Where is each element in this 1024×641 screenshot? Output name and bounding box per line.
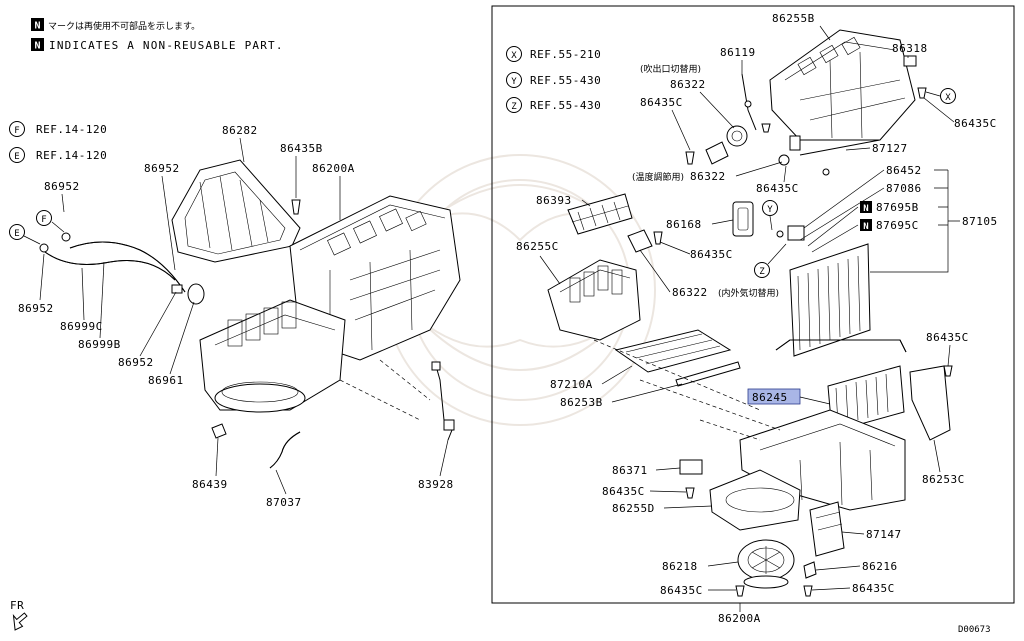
part-86393[interactable]: 86393	[536, 194, 572, 207]
svg-text:Y: Y	[767, 205, 773, 215]
ref-y-small[interactable]: Y	[762, 200, 778, 216]
part-86435C-e[interactable]: 86435C	[926, 331, 969, 344]
part-86216[interactable]: 86216	[862, 560, 898, 573]
note-en-text: INDICATES A NON-REUSABLE PART.	[49, 39, 284, 52]
part-86952-top[interactable]: 86952	[144, 162, 180, 175]
part-86322-temp[interactable]: 86322	[690, 170, 726, 183]
svg-text:X: X	[945, 93, 951, 103]
svg-text:Y: Y	[511, 77, 517, 87]
front-direction-indicator: FR	[10, 599, 28, 631]
svg-text:REF.55-210: REF.55-210	[530, 48, 601, 61]
non-reusable-badge-2	[31, 38, 44, 51]
part-87127[interactable]: 87127	[872, 142, 908, 155]
note-temp-control: (温度調節用)	[632, 171, 684, 183]
svg-text:E: E	[14, 152, 19, 162]
svg-text:F: F	[41, 215, 46, 225]
svg-text:N: N	[863, 204, 868, 214]
part-86322-outlet[interactable]: 86322	[670, 78, 706, 91]
svg-text:X: X	[511, 51, 517, 61]
left-assembly-drawing	[39, 159, 461, 469]
ref-y[interactable]: Y REF.55-430	[506, 72, 602, 88]
ref-f-small[interactable]: F	[36, 210, 52, 226]
diagram-code: D00673	[958, 625, 991, 635]
part-87695B[interactable]: 87695B	[876, 201, 919, 214]
part-86435C-h[interactable]: 86435C	[852, 582, 895, 595]
badge-letter-2: N	[34, 41, 40, 52]
svg-text:REF.55-430: REF.55-430	[530, 99, 601, 112]
part-86435B[interactable]: 86435B	[280, 142, 323, 155]
non-reusable-badge-87695C	[860, 219, 872, 231]
part-86318[interactable]: 86318	[892, 42, 928, 55]
note-jp-text: マークは再使用不可部品を示します。	[48, 20, 200, 32]
part-86439[interactable]: 86439	[192, 478, 228, 491]
part-86200A-left[interactable]: 86200A	[312, 162, 355, 175]
right-labels: 86255B 86318 86119 (吹出口切替用) 86322 86435C…	[516, 12, 998, 625]
part-86200A-bottom[interactable]: 86200A	[718, 612, 761, 625]
svg-text:E: E	[14, 229, 19, 239]
svg-text:Z: Z	[759, 267, 765, 277]
part-86371[interactable]: 86371	[612, 464, 648, 477]
part-86999B[interactable]: 86999B	[78, 338, 121, 351]
part-86452[interactable]: 86452	[886, 164, 922, 177]
ref-e-small[interactable]: E	[9, 224, 25, 240]
part-86282[interactable]: 86282	[222, 124, 258, 137]
part-83928[interactable]: 83928	[418, 478, 454, 491]
part-86961[interactable]: 86961	[148, 374, 184, 387]
ref-f[interactable]: F REF.14-120	[9, 121, 108, 137]
non-reusable-badge-87695B	[860, 201, 872, 213]
svg-text:REF.14-120: REF.14-120	[36, 123, 107, 136]
part-86952-lower[interactable]: 86952	[118, 356, 154, 369]
part-86952-upper-left[interactable]: 86952	[44, 180, 80, 193]
ref-x[interactable]: X REF.55-210	[506, 46, 602, 62]
right-exploded-drawing	[547, 29, 953, 597]
badge-letter-1: N	[34, 21, 40, 32]
part-86255D[interactable]: 86255D	[612, 502, 655, 515]
part-86435C-b[interactable]: 86435C	[954, 117, 997, 130]
ref-z[interactable]: Z REF.55-430	[506, 97, 602, 113]
svg-text:F: F	[14, 126, 19, 136]
part-86435C-c[interactable]: 86435C	[756, 182, 799, 195]
highlight-86245	[747, 388, 801, 405]
part-87210A[interactable]: 87210A	[550, 378, 593, 391]
note-air-switch: (内外気切替用)	[718, 287, 779, 299]
exploded-view-frame	[491, 5, 1015, 604]
left-labels: 86282 86435B 86200A 86952 86952 F E 8695…	[9, 124, 454, 509]
non-reusable-note: N マークは再使用不可部品を示します。 N INDICATES A NON-RE…	[31, 18, 284, 52]
part-86255B[interactable]: 86255B	[772, 12, 815, 25]
part-86245[interactable]: 86245	[752, 391, 788, 404]
ref-x-small[interactable]: X	[940, 88, 956, 104]
non-reusable-badge-1	[31, 18, 44, 31]
part-87147[interactable]: 87147	[866, 528, 902, 541]
part-86435C-f[interactable]: 86435C	[602, 485, 645, 498]
part-86999C[interactable]: 86999C	[60, 320, 103, 333]
direction-label: FR	[10, 599, 24, 612]
part-87105[interactable]: 87105	[962, 215, 998, 228]
part-87695C[interactable]: 87695C	[876, 219, 919, 232]
svg-text:REF.55-430: REF.55-430	[530, 74, 601, 87]
svg-text:Z: Z	[511, 102, 517, 112]
arrow-icon	[12, 612, 28, 631]
part-86435C-a[interactable]: 86435C	[640, 96, 683, 109]
part-86253B[interactable]: 86253B	[560, 396, 603, 409]
ref-z-small[interactable]: Z	[754, 262, 770, 278]
svg-text:REF.14-120: REF.14-120	[36, 149, 107, 162]
part-86435C-g[interactable]: 86435C	[660, 584, 703, 597]
part-86435C-d[interactable]: 86435C	[690, 248, 733, 261]
part-86218[interactable]: 86218	[662, 560, 698, 573]
part-86253C[interactable]: 86253C	[922, 473, 965, 486]
part-86168[interactable]: 86168	[666, 218, 702, 231]
svg-text:N: N	[863, 222, 868, 232]
part-87037[interactable]: 87037	[266, 496, 302, 509]
part-87086[interactable]: 87086	[886, 182, 922, 195]
part-86119[interactable]: 86119	[720, 46, 756, 59]
part-86322-air[interactable]: 86322	[672, 286, 708, 299]
note-outlet-switch: (吹出口切替用)	[640, 63, 701, 75]
part-86255C[interactable]: 86255C	[516, 240, 559, 253]
ref-e[interactable]: E REF.14-120	[9, 147, 108, 163]
part-86952-left[interactable]: 86952	[18, 302, 54, 315]
